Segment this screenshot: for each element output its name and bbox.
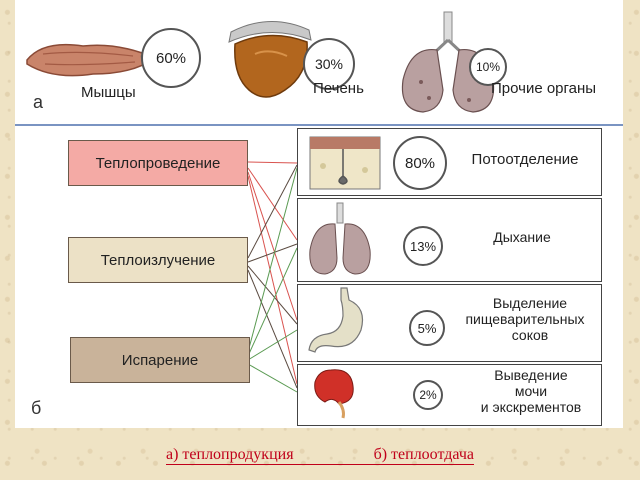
- breathing-percent: 13%: [403, 226, 443, 266]
- digestive-percent: 5%: [409, 310, 445, 346]
- skin-icon: [309, 136, 381, 190]
- section-divider: [15, 124, 623, 126]
- other-organs-percent: 10%: [469, 48, 507, 86]
- caption: а) теплопродукция б) теплоотдача: [0, 446, 640, 465]
- other-organs-label: Прочие органы: [491, 80, 597, 97]
- liver-icon: [228, 21, 312, 98]
- caption-gap: [293, 446, 374, 465]
- mechanism-conduction: Теплопроведение: [68, 140, 248, 186]
- caption-part-a: а) теплопродукция: [165, 446, 294, 465]
- section-a-letter: а: [33, 92, 44, 112]
- breathing-label: Дыхание: [493, 229, 551, 245]
- mechanism-evaporation: Испарение: [70, 337, 250, 383]
- digestive-label-line2: пищеварительных: [465, 311, 585, 327]
- digestive-label-line1: Выделение: [492, 295, 568, 311]
- mechanism-radiation: Теплоизлучение: [68, 237, 248, 283]
- breathing-lungs-icon: [309, 202, 371, 275]
- excretion-label-line2: мочи: [514, 383, 548, 399]
- section-b-letter: б: [31, 398, 42, 418]
- caption-part-b: б) теплоотдача: [373, 446, 474, 465]
- stomach-icon: [308, 287, 364, 353]
- excretion-percent: 2%: [413, 380, 443, 410]
- connection-lines: [247, 161, 298, 393]
- liver-label: Печень: [313, 80, 364, 97]
- sweating-percent: 80%: [393, 136, 447, 190]
- sweating-label: Потоотделение: [471, 151, 579, 168]
- liver-percent: 30%: [303, 38, 355, 90]
- excretion-label-line3: и экскрементов: [480, 399, 582, 415]
- diagram-panel: 60% Мышцы 30% Печень 10% Прочие органы а: [15, 0, 623, 428]
- digestive-label-line3: соков: [511, 327, 549, 343]
- muscle-label: Мышцы: [81, 84, 136, 101]
- excretion-label-line1: Выведение: [494, 367, 568, 383]
- muscle-percent: 60%: [141, 28, 201, 88]
- kidney-icon: [314, 369, 354, 419]
